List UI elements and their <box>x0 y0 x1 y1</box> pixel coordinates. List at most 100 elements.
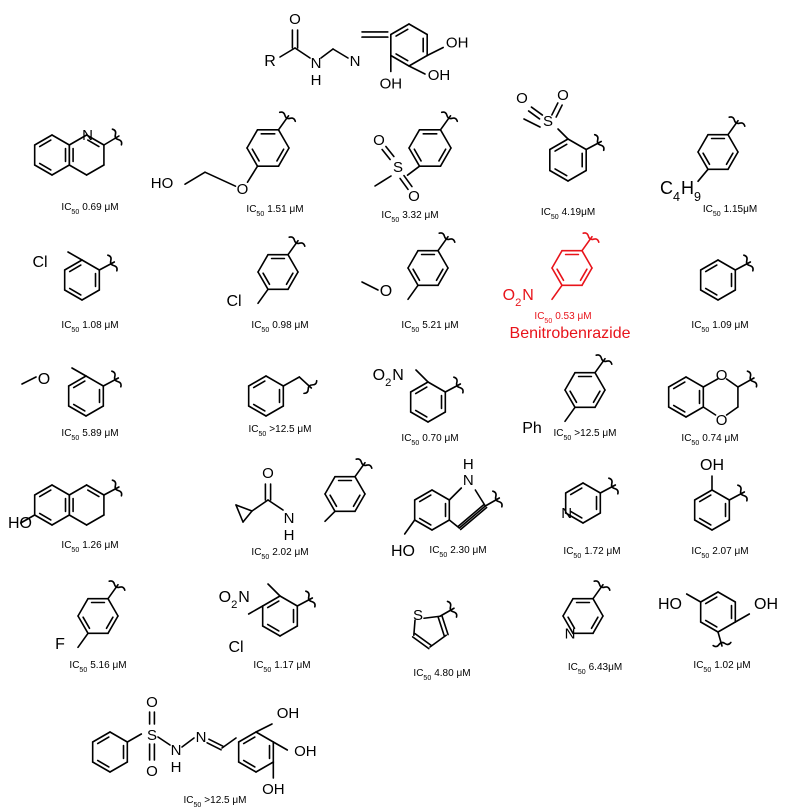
atom-label: O <box>146 694 158 711</box>
imine-n-label: N <box>350 53 361 70</box>
ic50-subscript: 50 <box>564 435 572 442</box>
ic50-prefix: IC <box>246 204 256 215</box>
ic50-subscript: 50 <box>701 327 709 334</box>
atom-label: Cl <box>228 639 243 656</box>
ic50-number: 0.74 μM <box>702 433 738 444</box>
atom-label: N <box>463 472 474 489</box>
ic50-number: 1.72 μM <box>584 546 620 557</box>
ic50-prefix: IC <box>61 540 71 551</box>
atom-label: O <box>380 283 392 300</box>
atom-symbol: O <box>373 367 385 384</box>
ic50-subscript: 50 <box>261 554 269 561</box>
atom-label: O <box>716 412 728 429</box>
ic50-subscript: 50 <box>701 553 709 560</box>
ic50-number: 0.69 μM <box>82 202 118 213</box>
ic50-subscript: 50 <box>79 667 87 674</box>
compound-benzyl: IC50>12.5 μM <box>247 375 318 438</box>
atom-label: N <box>561 505 572 522</box>
atom-symbol: C <box>660 178 673 198</box>
ic50-prefix: IC <box>184 795 194 806</box>
ic50-prefix: IC <box>61 428 71 439</box>
ic50-subscript: 50 <box>194 802 202 809</box>
ic50-number: 0.70 μM <box>422 433 458 444</box>
amide-h-label: H <box>311 72 322 89</box>
atom-label: S <box>393 159 403 176</box>
ic50-number: 1.08 μM <box>82 320 118 331</box>
atom-symbol: O <box>219 589 231 606</box>
ic50-prefix: IC <box>703 204 713 215</box>
atom-symbol: O <box>503 287 515 304</box>
ic50-number: >12.5 μM <box>269 424 311 435</box>
ic50-number: 4.19μM <box>562 207 596 218</box>
atom-label: O <box>557 87 569 104</box>
atom-label: OH <box>754 596 778 613</box>
ic50-prefix: IC <box>413 668 423 679</box>
ic50-number: 0.98 μM <box>272 320 308 331</box>
atom-label: S <box>413 607 423 624</box>
ic50-number: 1.09 μM <box>712 320 748 331</box>
atom-label: OH <box>294 743 317 760</box>
atom-subscript: 2 <box>385 377 391 389</box>
atom-label: O2 <box>503 287 522 309</box>
ic50-prefix: IC <box>69 660 79 671</box>
atom-label: HO <box>8 515 32 532</box>
atom-label: H9 <box>681 178 701 204</box>
atom-label: C4 <box>660 178 680 204</box>
ic50-number: 2.30 μM <box>450 545 486 556</box>
atom-label: HO <box>658 596 682 613</box>
atom-label: N <box>82 127 93 144</box>
ic50-number: 5.21 μM <box>422 320 458 331</box>
atom-label: N <box>284 510 295 527</box>
atom-label: S <box>147 727 157 744</box>
ic50-number: 1.15μM <box>724 204 758 215</box>
ic50-subscript: 50 <box>544 318 552 325</box>
ic50-number: 1.51 μM <box>267 204 303 215</box>
ic50-subscript: 50 <box>391 217 399 224</box>
ic50-subscript: 50 <box>71 547 79 554</box>
atom-label: O <box>408 188 420 205</box>
ic50-prefix: IC <box>401 320 411 331</box>
ic50-prefix: IC <box>251 320 261 331</box>
atom-label: H <box>284 527 295 544</box>
ic50-number: 1.17 μM <box>274 660 310 671</box>
ic50-subscript: 50 <box>578 669 586 676</box>
ic50-subscript: 50 <box>71 209 79 216</box>
ic50-prefix: IC <box>381 210 391 221</box>
atom-label: N <box>392 367 404 384</box>
atom-label: HO <box>151 175 174 192</box>
atom-label: O <box>516 90 528 107</box>
ic50-number: 5.89 μM <box>82 428 118 439</box>
atom-label: O <box>262 465 274 482</box>
atom-label: HO <box>391 543 415 560</box>
atom-label: O <box>716 367 728 384</box>
ic50-subscript: 50 <box>713 211 721 218</box>
hydroxyl-label: OH <box>446 35 469 52</box>
atom-label: F <box>55 636 65 653</box>
ic50-value: IC50>12.5 μM <box>249 424 312 438</box>
